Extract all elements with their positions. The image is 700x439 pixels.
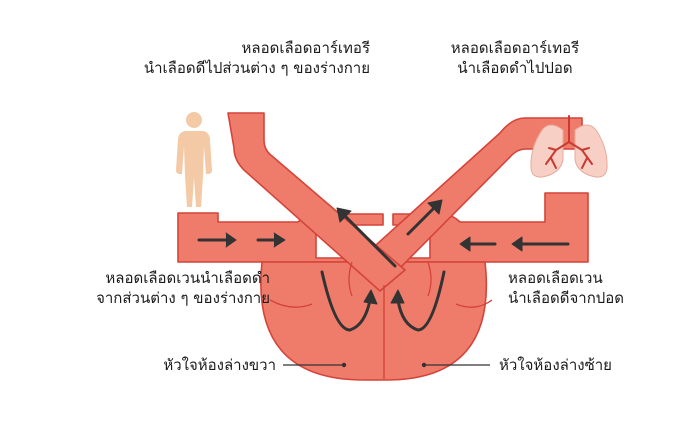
label-artery-to-lungs-line1: หลอดเลือดอาร์เทอรี: [450, 39, 580, 57]
label-artery-to-lungs-line2: นำเลือดดำไปปอด: [457, 59, 573, 77]
label-vein-from-lungs-line1: หลอดเลือดเวน: [508, 269, 603, 287]
label-vein-from-lungs: หลอดเลือดเวน นำเลือดดีจากปอด: [508, 268, 624, 308]
label-artery-to-body: หลอดเลือดอาร์เทอรี นำเลือดดีไปส่วนต่าง ๆ…: [144, 38, 370, 78]
wall-curve-left: [455, 299, 493, 308]
leader-left-ventricle-dot: [421, 362, 427, 368]
label-artery-to-lungs: หลอดเลือดอาร์เทอรี นำเลือดดำไปปอด: [420, 38, 610, 78]
valve-line-left: [427, 261, 432, 297]
flow-arrows: [197, 199, 570, 332]
lungs-icon: [530, 115, 608, 178]
valve-line-right: [348, 261, 353, 297]
arrow-rv-loop-head: [363, 289, 378, 305]
aorta: [227, 112, 406, 292]
label-artery-to-body-line1: หลอดเลือดอาร์เทอรี: [241, 39, 370, 57]
label-vein-from-body-line1: หลอดเลือดเวนนำเลือดดำ: [105, 269, 270, 287]
arrow-pulmonary-head: [427, 199, 443, 215]
wall-curve-right: [269, 299, 313, 308]
arrow-lv-loop: [396, 270, 446, 332]
label-vein-from-lungs-line2: นำเลือดดีจากปอด: [508, 289, 625, 307]
arrow-aorta: [341, 212, 397, 268]
label-vein-from-body: หลอดเลือดเวนนำเลือดดำ จากส่วนต่าง ๆ ของร…: [96, 268, 270, 308]
arrow-aorta-head: [336, 207, 352, 223]
arrow-vein-lung-2-head: [459, 236, 471, 252]
human-body-icon: [176, 112, 212, 207]
arrow-vein-body-2-head: [273, 232, 286, 248]
arrow-pulmonary: [406, 204, 438, 236]
arrow-lv-loop-head: [390, 289, 405, 304]
leader-right-ventricle-dot: [341, 362, 347, 368]
label-artery-to-body-line2: นำเลือดดีไปส่วนต่าง ๆ ของร่างกาย: [143, 59, 370, 77]
label-right-ventricle: หัวใจห้องล่างขวา: [163, 356, 276, 374]
arrow-rv-loop: [320, 270, 372, 332]
label-left-ventricle: หัวใจห้องล่างซ้าย: [499, 356, 612, 374]
arrow-vein-lung-1-head: [511, 236, 523, 252]
arrow-vein-body-1-head: [225, 232, 237, 248]
label-vein-from-body-line2: จากส่วนต่าง ๆ ของร่างกาย: [96, 289, 270, 307]
heart-and-vessels: [177, 112, 589, 381]
